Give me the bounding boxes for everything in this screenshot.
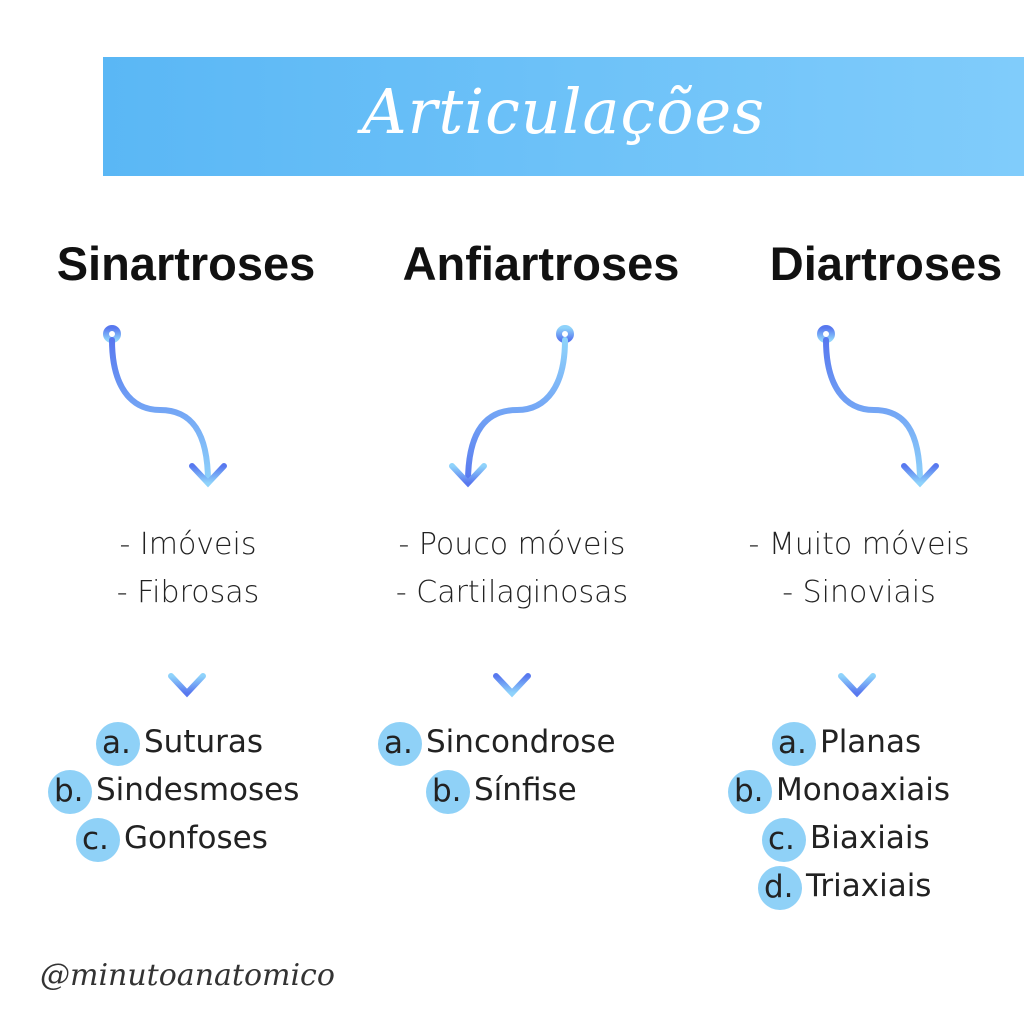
letter-badge: b. (728, 769, 772, 814)
traits-sinartroses: - Imóveis - Fibrosas (8, 521, 368, 617)
list-item: b.Sínfise (426, 766, 577, 814)
list-item: a.Planas (772, 718, 921, 766)
traits-diartroses: - Muito móveis - Sinoviais (679, 521, 1024, 617)
trait: - Muito móveis (748, 527, 970, 562)
curved-arrow-icon-right (817, 325, 939, 488)
letter-badge: b. (48, 769, 92, 814)
footer-handle: @minutoanatomico (40, 958, 335, 993)
heading-diartroses: Diartroses (769, 237, 1003, 290)
down-arrow-icon-right (838, 637, 876, 698)
letter-badge: d. (758, 865, 802, 910)
down-arrow-icon-left (168, 637, 206, 698)
trait: - Cartilaginosas (395, 575, 629, 610)
trait: - Pouco móveis (398, 527, 626, 562)
heading-anfiartroses: Anfiartroses (402, 237, 680, 290)
list-item: c.Biaxiais (762, 814, 930, 862)
list-item: d.Triaxiais (758, 862, 931, 910)
curved-arrow-icon-left (103, 325, 227, 488)
trait: - Imóveis (119, 527, 257, 562)
list-item: b.Monoaxiais (728, 766, 950, 814)
title: Articulações (361, 75, 766, 148)
traits-anfiartroses: - Pouco móveis - Cartilaginosas (332, 521, 692, 617)
down-arrow-icon-middle (493, 637, 531, 698)
letter-badge: a. (772, 721, 816, 766)
title-banner: Articulações (103, 57, 1024, 176)
letter-badge: c. (762, 817, 806, 862)
letter-badge: b. (426, 769, 470, 814)
heading-sinartroses: Sinartroses (56, 237, 316, 290)
list-item: b.Sindesmoses (48, 766, 299, 814)
list-item: c.Gonfoses (76, 814, 268, 862)
trait: - Sinoviais (782, 575, 936, 610)
trait: - Fibrosas (116, 575, 260, 610)
letter-badge: a. (96, 721, 140, 766)
list-item: a.Suturas (96, 718, 263, 766)
curved-arrow-icon-middle (449, 325, 574, 488)
list-item: a.Sincondrose (378, 718, 616, 766)
letter-badge: c. (76, 817, 120, 862)
letter-badge: a. (378, 721, 422, 766)
